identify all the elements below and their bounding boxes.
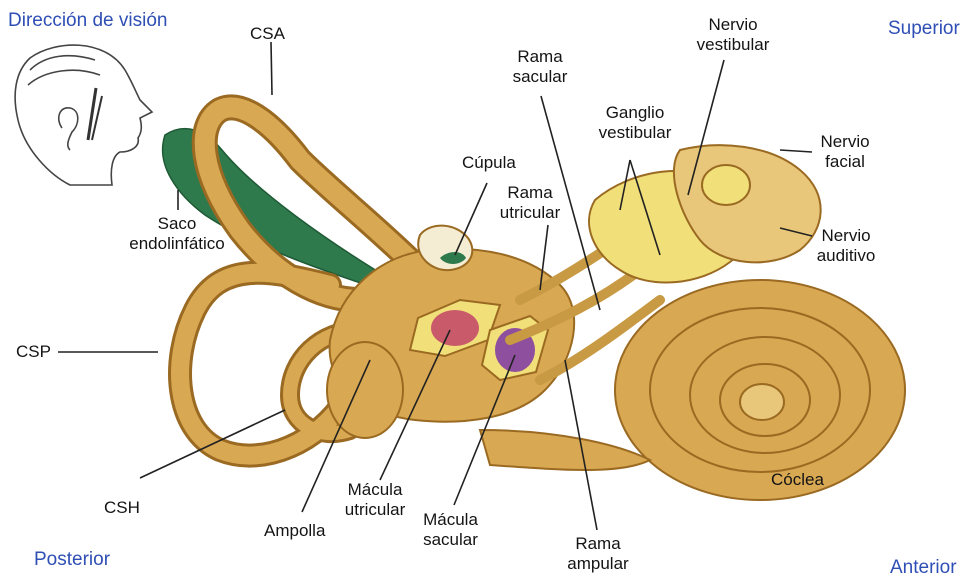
facial-nerve-stump [702, 165, 750, 205]
ampulla [327, 342, 403, 438]
csh-label: CSH [104, 498, 140, 518]
coclea-label: Cóclea [771, 470, 824, 490]
superior-label: Superior [888, 18, 960, 40]
anterior-label: Anterior [890, 557, 957, 579]
head-icon [15, 45, 152, 185]
saccule-duct [480, 430, 650, 470]
posterior-label: Posterior [34, 549, 110, 571]
csp-label: CSP [16, 342, 51, 362]
ampolla-label: Ampolla [264, 521, 325, 541]
cochlea [615, 280, 905, 500]
view-direction-label: Dirección de visión [8, 10, 167, 32]
macula-utricular [431, 310, 479, 346]
cupula-label: Cúpula [462, 153, 516, 173]
csa-label: CSA [250, 24, 285, 44]
